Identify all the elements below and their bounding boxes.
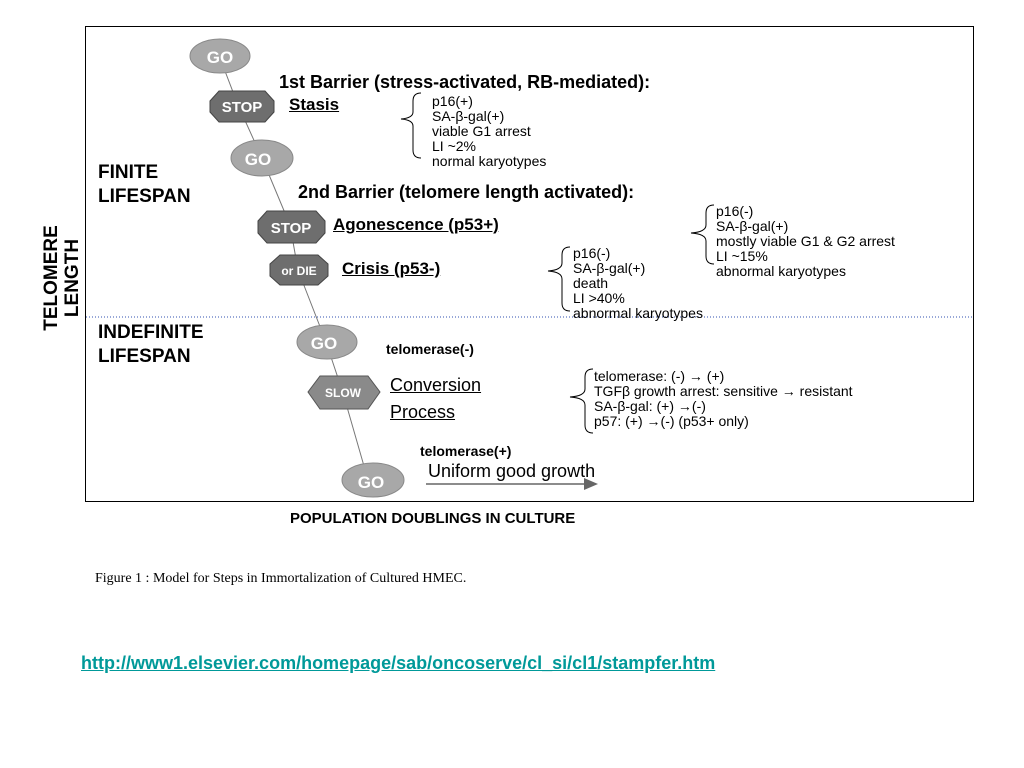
uniform-growth-label: Uniform good growth bbox=[428, 461, 596, 481]
conversion-detail: TGFβ growth arrest: sensitive → resistan… bbox=[594, 383, 853, 399]
stasis-detail: p16(+) bbox=[432, 93, 473, 109]
stasis-label: Stasis bbox=[289, 95, 340, 114]
agonescence-details: p16(-) SA-β-gal(+) mostly viable G1 & G2… bbox=[716, 204, 895, 279]
agonescence-brace bbox=[690, 204, 715, 265]
finite-label-line1: FINITE bbox=[98, 162, 159, 183]
indefinite-label-line2: LIFESPAN bbox=[98, 346, 191, 367]
agonescence-detail: LI ~15% bbox=[716, 248, 768, 264]
y-axis-label-line2: LENGTH bbox=[62, 238, 83, 318]
agonescence-detail: mostly viable G1 & G2 arrest bbox=[716, 233, 895, 249]
go-sign-2: GO bbox=[230, 139, 294, 177]
stasis-details: p16(+) SA-β-gal(+) viable G1 arrest LI ~… bbox=[432, 94, 546, 169]
indefinite-label-line1: INDEFINITE bbox=[98, 322, 204, 343]
or-die-sign-label: or DIE bbox=[281, 264, 316, 278]
crisis-detail: LI >40% bbox=[573, 290, 625, 306]
conversion-detail: SA-β-gal: (+) →(-) bbox=[594, 398, 706, 414]
go-sign-2-label: GO bbox=[245, 150, 271, 169]
go-sign-1: GO bbox=[189, 38, 251, 74]
barrier1-title: 1st Barrier (stress-activated, RB-mediat… bbox=[279, 72, 651, 92]
agonescence-detail: abnormal karyotypes bbox=[716, 263, 846, 279]
go-sign-3: GO bbox=[296, 324, 358, 360]
crisis-detail: death bbox=[573, 275, 609, 291]
stasis-detail: normal karyotypes bbox=[432, 153, 547, 169]
crisis-brace bbox=[547, 246, 571, 312]
barrier2-title: 2nd Barrier (telomere length activated): bbox=[298, 182, 635, 202]
growth-arrow bbox=[426, 478, 598, 490]
figure-caption: Figure 1 : Model for Steps in Immortaliz… bbox=[95, 571, 467, 586]
or-die-sign: or DIE bbox=[269, 254, 329, 286]
conversion-brace bbox=[569, 368, 594, 434]
conversion-detail: telomerase: (-) → (+) bbox=[594, 368, 725, 384]
telomerase-negative-label: telomerase(-) bbox=[386, 341, 474, 357]
stop-sign-2: STOP bbox=[257, 210, 326, 244]
y-axis-label-line1: TELOMERE bbox=[41, 225, 62, 331]
crisis-detail: abnormal karyotypes bbox=[573, 305, 703, 321]
stasis-brace bbox=[400, 92, 422, 159]
diagram-frame bbox=[85, 26, 974, 502]
stop-sign-1: STOP bbox=[209, 90, 275, 123]
telomerase-positive-label: telomerase(+) bbox=[420, 443, 512, 459]
finite-label-line2: LIFESPAN bbox=[98, 186, 191, 207]
y-axis-label: TELOMERE LENGTH bbox=[41, 225, 83, 331]
stasis-detail: SA-β-gal(+) bbox=[432, 108, 505, 124]
conversion-detail: p57: (+) →(-) (p53+ only) bbox=[594, 413, 749, 429]
slow-sign: SLOW bbox=[307, 375, 381, 410]
agonescence-detail: p16(-) bbox=[716, 203, 754, 219]
slow-sign-label: SLOW bbox=[325, 386, 362, 400]
conversion-label-line1: Conversion bbox=[390, 375, 482, 395]
crisis-label: Crisis (p53-) bbox=[342, 259, 441, 278]
crisis-details: p16(-) SA-β-gal(+) death LI >40% abnorma… bbox=[573, 246, 703, 321]
agonescence-detail: SA-β-gal(+) bbox=[716, 218, 789, 234]
stasis-detail: LI ~2% bbox=[432, 138, 476, 154]
go-sign-3-label: GO bbox=[311, 334, 337, 353]
crisis-detail: p16(-) bbox=[573, 245, 611, 261]
stop-sign-1-label: STOP bbox=[222, 99, 263, 116]
conversion-details: telomerase: (-) → (+) TGFβ growth arrest… bbox=[594, 369, 853, 429]
go-sign-4: GO bbox=[341, 462, 405, 498]
source-link[interactable]: http://www1.elsevier.com/homepage/sab/on… bbox=[81, 653, 716, 673]
stop-sign-2-label: STOP bbox=[271, 220, 312, 237]
stasis-detail: viable G1 arrest bbox=[432, 123, 531, 139]
x-axis-label: POPULATION DOUBLINGS IN CULTURE bbox=[290, 510, 576, 527]
crisis-detail: SA-β-gal(+) bbox=[573, 260, 646, 276]
conversion-label-line2: Process bbox=[390, 402, 456, 422]
agonescence-label: Agonescence (p53+) bbox=[333, 215, 499, 234]
go-sign-4-label: GO bbox=[358, 473, 384, 492]
go-sign-1-label: GO bbox=[207, 48, 233, 67]
